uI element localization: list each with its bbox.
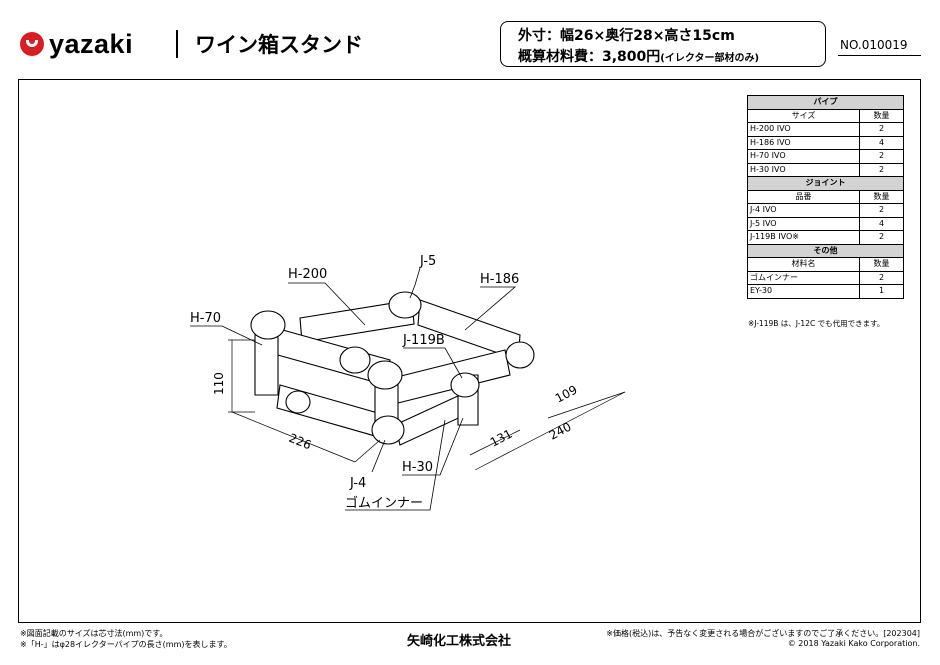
dim-depth-109: 109 [553, 383, 580, 406]
table-row: J-119B IVO※2 [747, 230, 904, 245]
label-j119b: J-119B [402, 333, 445, 348]
dimension-lines [228, 339, 626, 471]
col-name: サイズ [747, 108, 860, 123]
leader-lines [190, 267, 517, 511]
pipe-structure [254, 299, 521, 446]
joint-top-left [250, 310, 286, 340]
material-cost: 概算材料費：3,800円(イレクター部材のみ) [518, 46, 759, 66]
label-rubber-inner: ゴムインナー [345, 495, 423, 511]
dim-width-226: 226 [287, 431, 313, 453]
material-cost-note: (イレクター部材のみ) [660, 53, 760, 64]
section-pipe: パイプ [747, 95, 904, 110]
footnote-dimensions: ※図面記載のサイズは芯寸法(mm)です。 [20, 629, 168, 638]
label-h70: H-70 [190, 311, 221, 326]
section-joint: ジョイント [747, 176, 904, 191]
document-number-underline [838, 55, 921, 56]
joint-back-right [505, 341, 535, 369]
footnote-h-pipe: ※「H-」はφ28イレクターパイプの長さ(mm)を表します。 [20, 640, 232, 649]
joint-j119b [450, 372, 480, 398]
joint-front-top [367, 360, 403, 390]
company-name: 矢崎化工株式会社 [407, 634, 512, 649]
col-name: 品番 [747, 189, 860, 204]
joint-middle [339, 346, 371, 374]
section-other: その他 [747, 243, 904, 258]
label-h30: H-30 [402, 460, 433, 475]
label-h200: H-200 [288, 267, 327, 282]
joint-j4 [371, 415, 405, 445]
material-cost-main: 概算材料費：3,800円 [518, 49, 661, 65]
brand-name: yazaki [49, 28, 134, 59]
pipe-vertical-left [254, 329, 279, 396]
page-title: ワイン箱スタンド [195, 33, 363, 57]
dim-height-110: 110 [212, 372, 226, 395]
col-name: 材料名 [747, 257, 860, 272]
pipe-back-left [299, 299, 415, 343]
dim-depth-131: 131 [488, 427, 515, 450]
joint-j5-back [388, 291, 422, 319]
outer-dimensions: 外寸：幅26×奥行28×高さ15cm [518, 28, 735, 44]
col-qty: 数量 [859, 257, 904, 272]
joint-bottom-left [285, 390, 311, 414]
yazaki-logo-icon [20, 32, 44, 56]
joints [250, 291, 535, 445]
document-number: NO.010019 [840, 38, 908, 52]
pipe-bottom-right [394, 394, 466, 446]
label-h186: H-186 [480, 272, 519, 287]
spec-box [500, 21, 826, 67]
label-j5: J-5 [419, 254, 436, 269]
price-note: ※価格(税込)は、予告なく変更される場合がございますのでご了承ください。[202… [606, 629, 920, 638]
copyright: © 2018 Yazaki Kako Corporation. [787, 639, 920, 648]
col-qty: 数量 [859, 189, 904, 204]
dim-depth-240: 240 [547, 420, 574, 443]
bom-note: ※J-119B は、J-12C でも代用できます。 [748, 319, 885, 328]
brand-logo: yazaki [20, 28, 134, 59]
col-qty: 数量 [859, 108, 904, 123]
drawing-frame [18, 79, 921, 623]
pipe-right-front [384, 349, 511, 406]
label-j4: J-4 [349, 476, 366, 491]
header-divider [176, 30, 178, 58]
